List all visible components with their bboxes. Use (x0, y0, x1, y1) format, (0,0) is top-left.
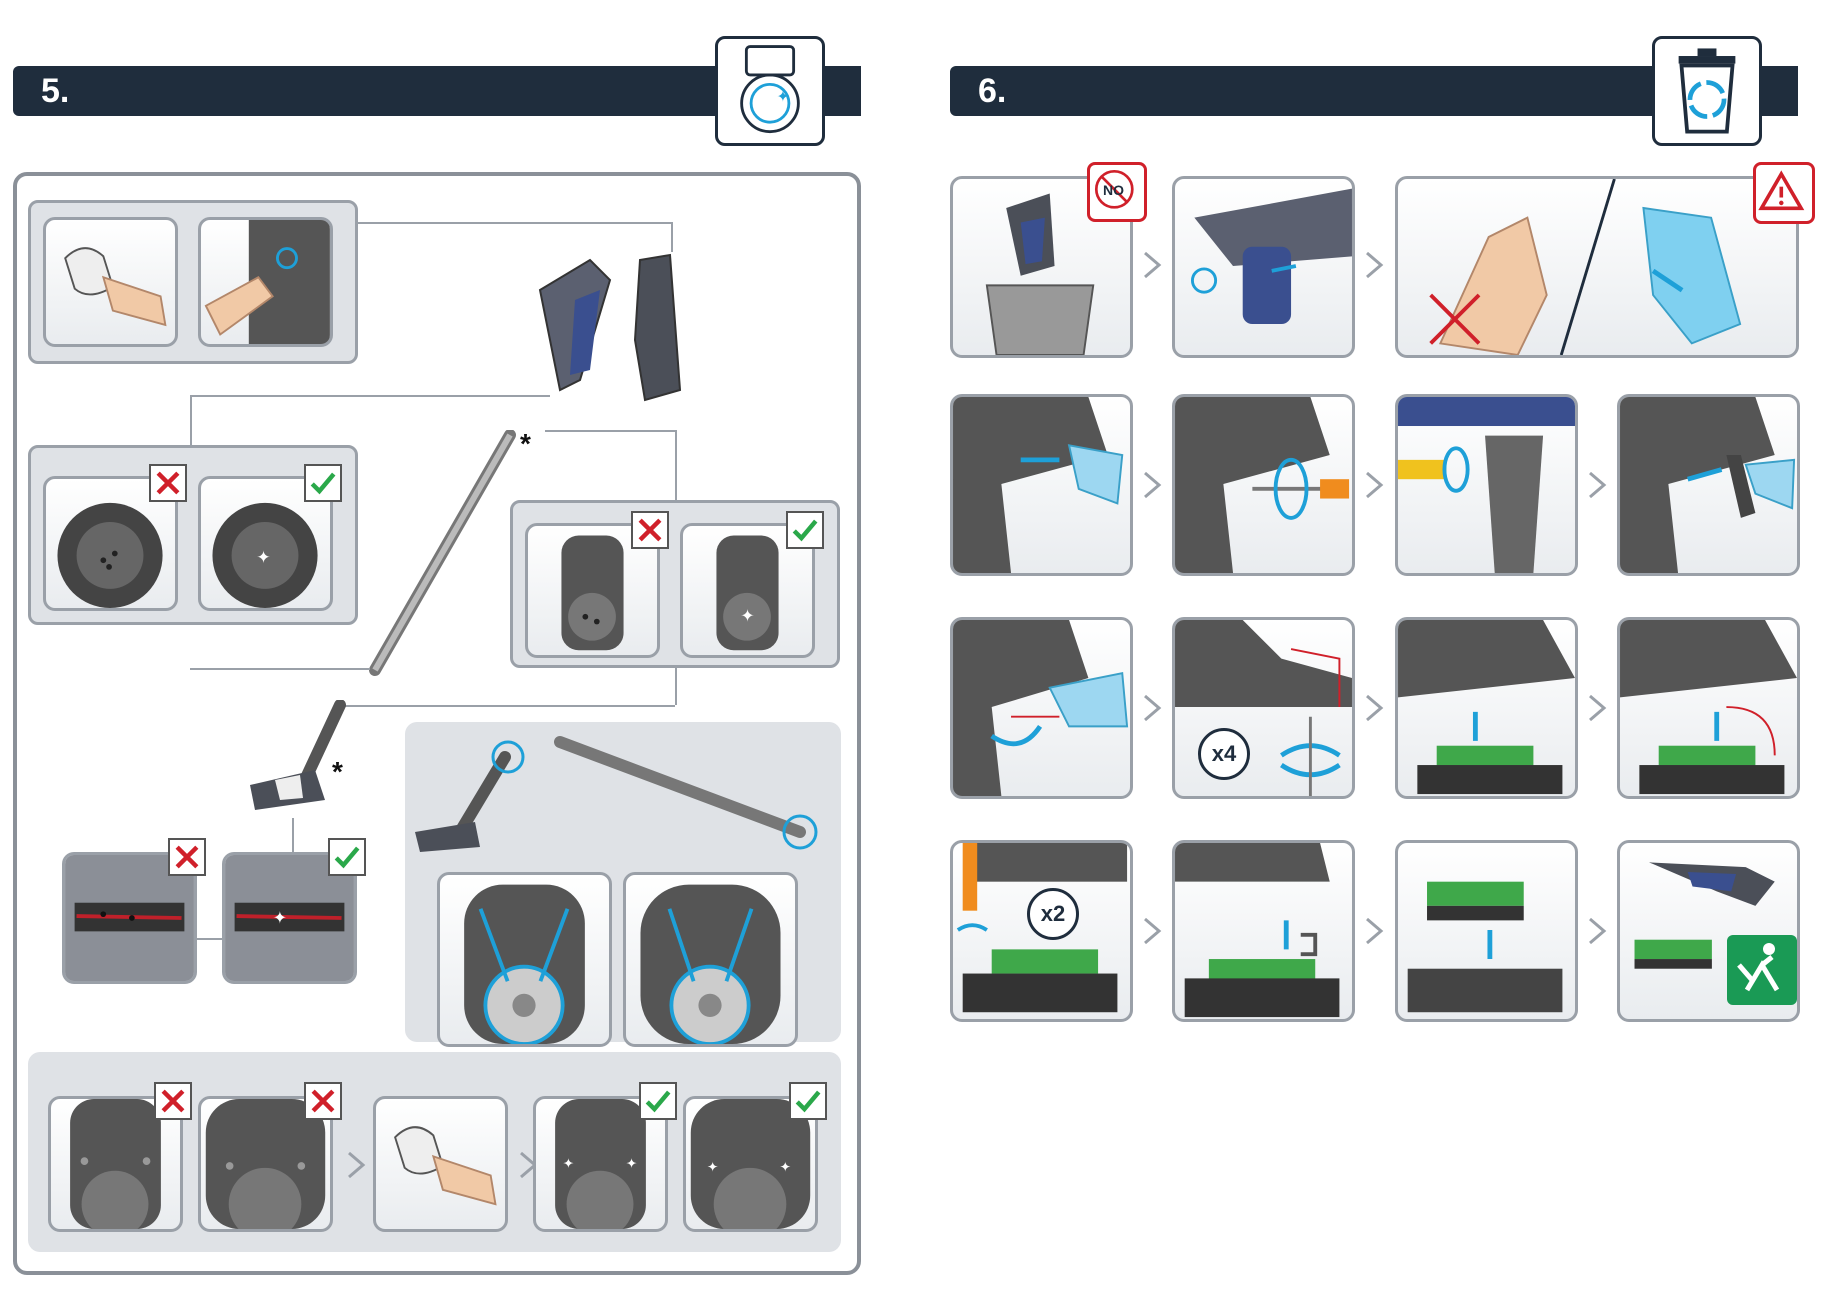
wrong-mark-icon (154, 1082, 192, 1120)
next-step-chevron (1142, 916, 1162, 946)
contacts-clean-row: ✦ ✦ ✦ ✦ (28, 1052, 841, 1252)
connector-line (671, 222, 673, 252)
warning-triangle-icon (1753, 162, 1815, 224)
section-5-number: 5. (41, 72, 69, 111)
step-unscrew (1172, 394, 1355, 576)
right-mark-icon (639, 1082, 677, 1120)
step-lift-cover (1617, 394, 1800, 576)
vacuum-handheld-illustration (520, 250, 700, 410)
step-release-board (1395, 617, 1578, 799)
next-step-chevron (1364, 470, 1384, 500)
next-step-chevron (1142, 250, 1162, 280)
connector-line (675, 668, 677, 705)
wrong-mark-icon (168, 838, 206, 876)
svg-text:✦: ✦ (707, 1160, 718, 1175)
step-disconnect-wires (950, 617, 1133, 799)
right-mark-icon (789, 1082, 827, 1120)
contacts-view-nozzle (437, 872, 612, 1047)
right-mark-icon (786, 511, 824, 549)
step-cloth-handle (198, 217, 333, 347)
step-remove-clip (1172, 840, 1355, 1022)
svg-text:✦: ✦ (626, 1156, 637, 1171)
wrong-mark-icon (631, 511, 669, 549)
filter-clean-icon: ✦ (715, 36, 825, 146)
step-remove-cover-screw (950, 394, 1133, 576)
right-mark-icon (304, 464, 342, 502)
next-step-chevron (1587, 693, 1607, 723)
svg-text:✦: ✦ (777, 88, 790, 105)
next-step-chevron (346, 1150, 366, 1180)
svg-text:✦: ✦ (273, 908, 287, 928)
step-unplug-connector (1617, 617, 1800, 799)
step-remove-jewelry-wear-gloves (1395, 176, 1799, 358)
disposal-person-icon (1727, 935, 1797, 1005)
no-sign-icon: NO (1087, 162, 1147, 222)
next-step-chevron (1364, 916, 1384, 946)
brush-inlet-group: ✦ (28, 445, 358, 625)
step-remove-four-screws (1172, 617, 1355, 799)
step-cloth-wipe (43, 217, 178, 347)
tube-inlet-group: ✦ (510, 500, 840, 668)
connector-line (675, 430, 677, 500)
step-remove-bin (1172, 176, 1355, 358)
wrong-mark-icon (304, 1082, 342, 1120)
svg-text:✦: ✦ (563, 1156, 574, 1171)
connector-line (545, 430, 675, 432)
section-6-number: 6. (978, 72, 1006, 111)
screw-count-four: x4 (1198, 728, 1250, 780)
contacts-wipe (373, 1096, 508, 1232)
connector-line (345, 705, 675, 707)
optional-marker: * (520, 428, 531, 460)
wrong-mark-icon (149, 464, 187, 502)
next-step-chevron (1364, 693, 1384, 723)
next-step-chevron (1142, 693, 1162, 723)
right-mark-icon (328, 838, 366, 876)
connector-line (190, 668, 370, 670)
next-step-chevron (1587, 916, 1607, 946)
extension-tube-illustration (360, 430, 520, 680)
screw-count-two: x2 (1027, 888, 1079, 940)
connector-contacts-panel (405, 722, 841, 1042)
next-step-chevron (1364, 250, 1384, 280)
next-step-chevron (1142, 470, 1162, 500)
svg-text:✦: ✦ (256, 547, 270, 567)
svg-text:✦: ✦ (740, 606, 754, 626)
next-step-chevron (1587, 470, 1607, 500)
connector-line (190, 395, 550, 397)
optional-marker: * (332, 756, 343, 788)
contacts-view-tube (623, 872, 798, 1047)
no-sign-text: NO (1103, 182, 1124, 198)
svg-text:✦: ✦ (780, 1160, 791, 1175)
step-unscrew-underside (1395, 394, 1578, 576)
connector-line (358, 222, 673, 224)
connector-line (190, 395, 192, 445)
cloth-clean-group (28, 200, 358, 364)
step-lift-board (1395, 840, 1578, 1022)
recycle-bin-icon (1652, 36, 1762, 146)
